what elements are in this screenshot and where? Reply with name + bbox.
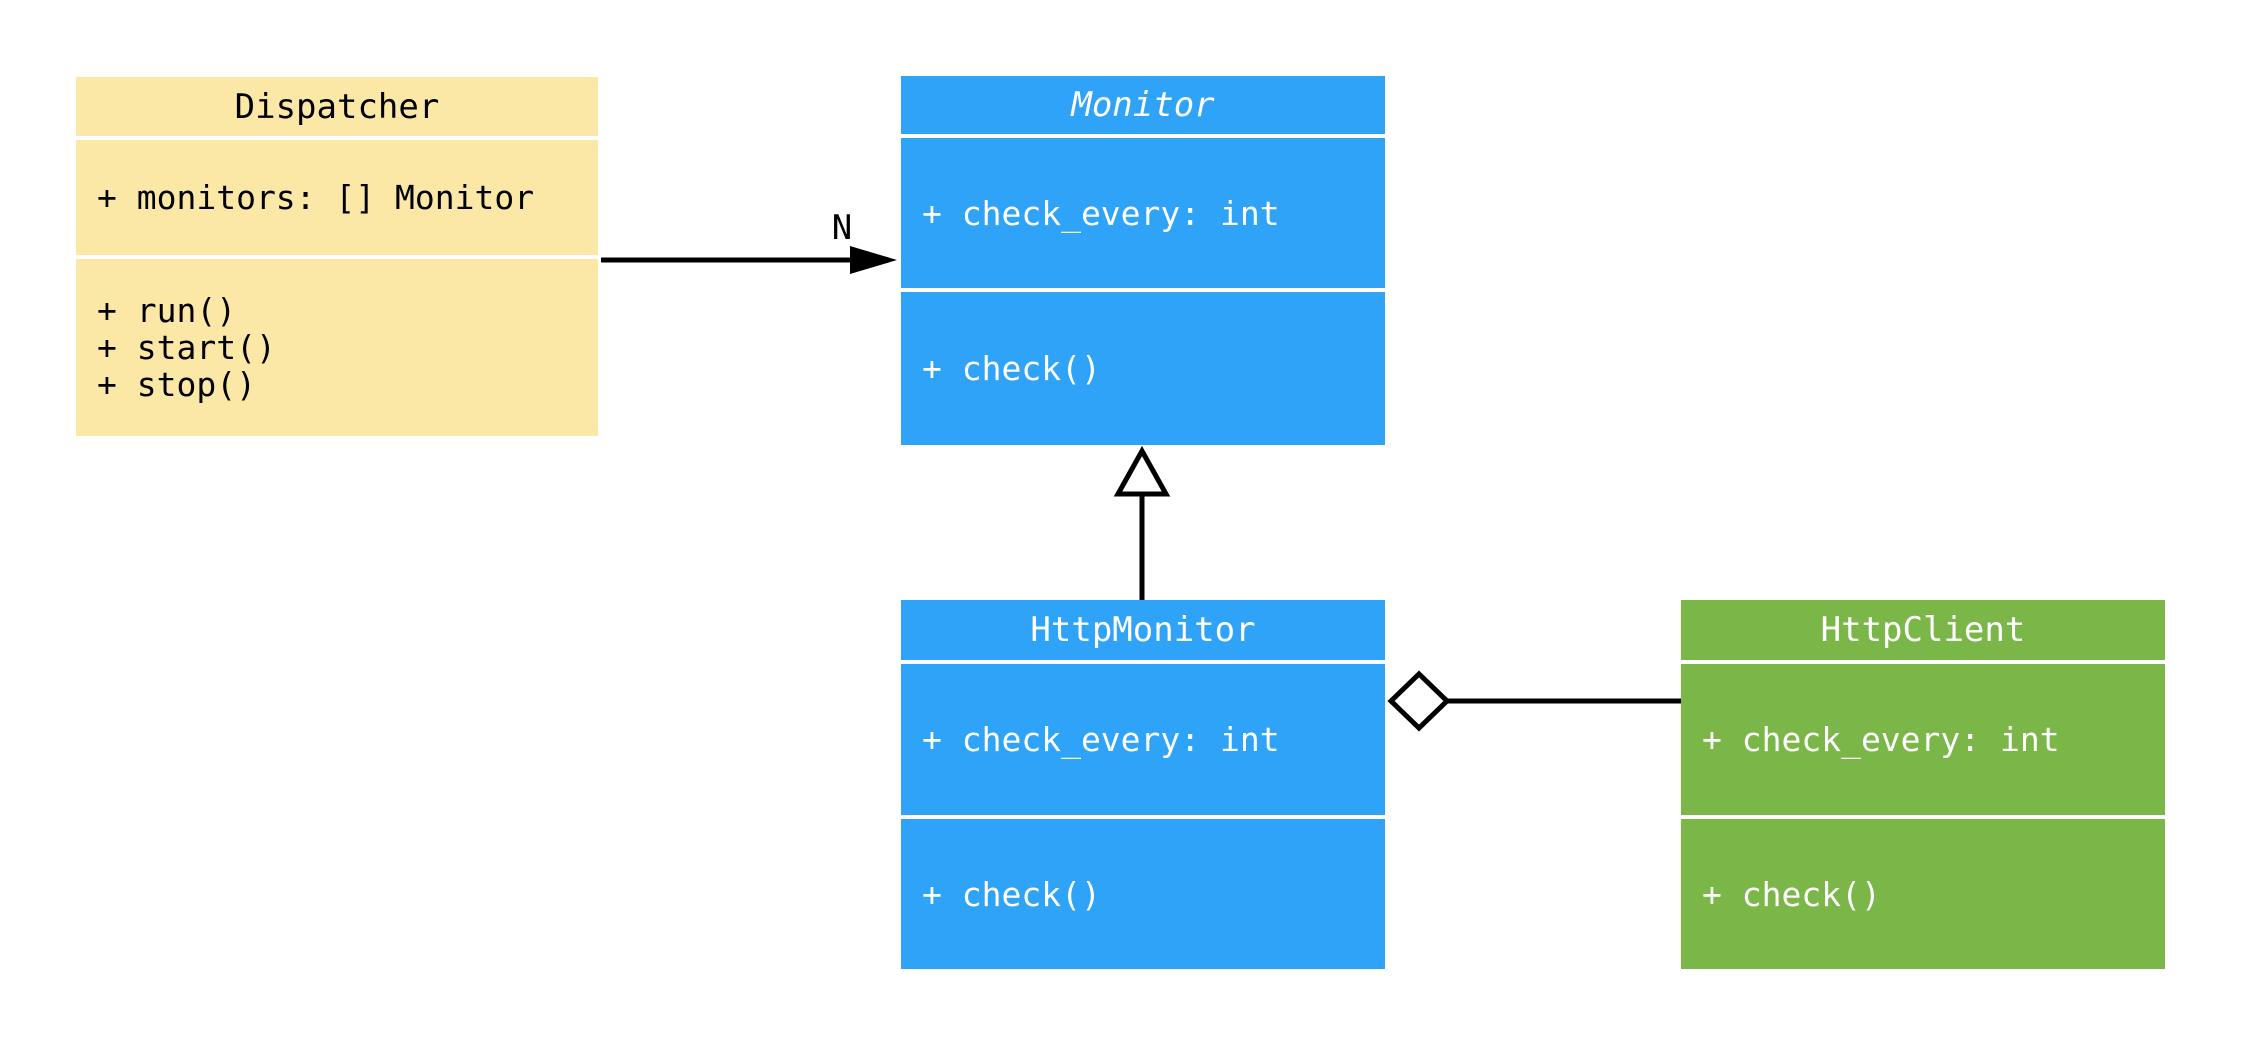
class-httpclient: HttpClient + check_every: int + check() <box>1681 600 2165 969</box>
class-monitor-methods: + check() <box>901 292 1385 445</box>
class-httpclient-methods: + check() <box>1681 819 2165 969</box>
attribute-item: + check_every: int <box>922 720 1280 759</box>
aggregation-connector-httpmonitor-httpclient <box>1387 670 1681 732</box>
attribute-item: + check_every: int <box>922 193 1280 233</box>
class-httpmonitor-title: HttpMonitor <box>901 600 1385 660</box>
class-httpmonitor-attributes: + check_every: int <box>901 664 1385 815</box>
class-dispatcher-title: Dispatcher <box>76 77 598 136</box>
class-httpmonitor-methods: + check() <box>901 819 1385 969</box>
class-httpclient-attributes: + check_every: int <box>1681 664 2165 815</box>
method-item: + check() <box>1702 874 1881 914</box>
attribute-item: + check_every: int <box>1702 720 2060 759</box>
method-item: + check() <box>922 349 1101 388</box>
method-item: + start() <box>97 328 276 367</box>
method-item: + stop() <box>97 365 256 404</box>
class-dispatcher-attributes: + monitors: [] Monitor <box>76 140 598 255</box>
association-multiplicity-label: N <box>831 208 853 248</box>
class-httpclient-title: HttpClient <box>1681 600 2165 660</box>
class-httpmonitor: HttpMonitor + check_every: int + check() <box>901 600 1385 969</box>
association-connector-dispatcher-monitor <box>601 246 897 274</box>
attribute-item: + monitors: [] Monitor <box>97 178 535 217</box>
class-dispatcher: Dispatcher + monitors: [] Monitor + run(… <box>76 77 598 436</box>
method-item: + run() <box>97 291 237 330</box>
class-monitor-title: Monitor <box>901 76 1385 134</box>
inheritance-triangle-icon <box>1113 445 1171 497</box>
association-arrowhead-icon <box>850 246 897 274</box>
inheritance-connector-httpmonitor-monitor <box>1113 445 1171 602</box>
class-dispatcher-methods: + run() + start() + stop() <box>76 259 598 436</box>
class-monitor-attributes: + check_every: int <box>901 138 1385 288</box>
method-item: + check() <box>922 874 1101 914</box>
aggregation-diamond-icon <box>1387 670 1451 732</box>
class-monitor: Monitor + check_every: int + check() <box>901 76 1385 445</box>
